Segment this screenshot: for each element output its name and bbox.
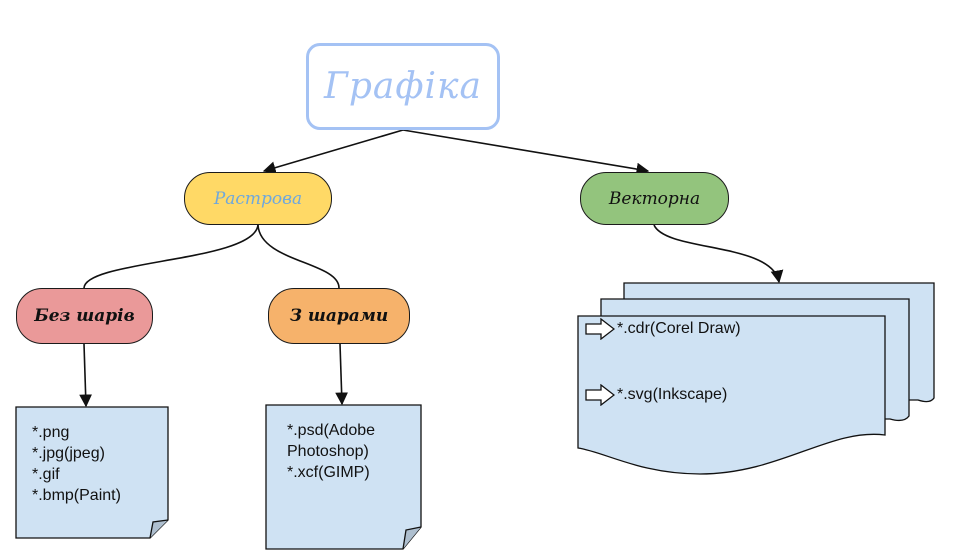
connector-vector-documents	[653, 224, 784, 284]
root-label: Графіка	[324, 66, 482, 107]
list-item: *.xcf(GIMP)	[287, 464, 370, 481]
list-item: *.png	[32, 424, 70, 441]
no-layers-node: Без шарів	[16, 288, 153, 344]
vector-format-item: *.svg(Inkscape)	[585, 384, 727, 406]
arrow-right-outline-icon	[585, 318, 615, 340]
list-item: *.psd(Adobe Photoshop)	[287, 422, 376, 460]
no-layers-label: Без шарів	[34, 306, 135, 326]
connector-raster-no-layers	[83, 224, 259, 289]
document-fold-no-layers	[149, 519, 169, 539]
with-layers-label: З шарами	[289, 306, 389, 326]
vector-format-label: *.cdr(Corel Draw)	[617, 320, 741, 337]
vector-format-item: *.cdr(Corel Draw)	[585, 318, 741, 340]
vector-label: Векторна	[608, 188, 701, 209]
with-layers-format-list: *.psd(Adobe Photoshop) *.xcf(GIMP)	[287, 420, 417, 483]
connector-raster-layers	[257, 224, 340, 289]
root-node: Графіка	[306, 43, 500, 130]
connector-root-vector	[402, 129, 650, 176]
document-stack-front	[577, 315, 886, 475]
raster-label: Растрова	[213, 188, 303, 209]
no-layers-format-list: *.png *.jpg(jpeg) *.gif *.bmp(Paint)	[32, 422, 121, 506]
list-item: *.gif	[32, 466, 60, 483]
list-item: *.bmp(Paint)	[32, 487, 121, 504]
connector-layers-list	[335, 343, 349, 406]
vector-node: Векторна	[580, 172, 729, 225]
with-layers-node: З шарами	[268, 288, 410, 344]
connector-root-raster	[262, 129, 404, 174]
arrow-right-outline-icon	[585, 384, 615, 406]
connector-no-layers-list	[79, 343, 93, 408]
document-fold-with-layers	[402, 526, 422, 550]
vector-format-label: *.svg(Inkscape)	[617, 386, 728, 403]
list-item: *.jpg(jpeg)	[32, 445, 105, 462]
raster-node: Растрова	[184, 172, 332, 225]
